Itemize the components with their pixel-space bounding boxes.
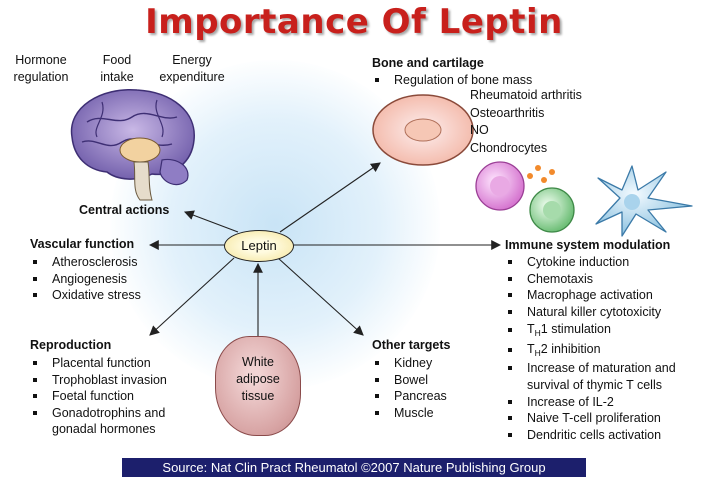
list-item: Bowel (372, 372, 447, 389)
adipose-tissue-shape (215, 336, 301, 436)
immune-heading: Immune system modulation (505, 238, 671, 252)
reproduction-list: Placental function Trophoblast invasion … (30, 355, 167, 438)
list-item: Kidney (372, 355, 447, 372)
bone-list: Regulation of bone mass (372, 72, 532, 89)
list-item: Atherosclerosis (30, 254, 141, 271)
list-item: Foetal function (30, 388, 167, 405)
list-item: Macrophage activation (505, 287, 676, 304)
list-item: Gonadotrophins and (30, 405, 167, 422)
list-item-continuation: survival of thymic T cells (527, 377, 662, 392)
immune-list: Cytokine induction Chemotaxis Macrophage… (505, 254, 676, 443)
other-targets-list: Kidney Bowel Pancreas Muscle (372, 355, 447, 421)
immune-cells-illustration (475, 161, 693, 237)
list-item: Natural killer cytotoxicity (505, 304, 676, 321)
list-item-th1: TH1 stimulation (505, 320, 676, 340)
list-item: Regulation of bone mass (372, 72, 532, 89)
vascular-list: Atherosclerosis Angiogenesis Oxidative s… (30, 254, 141, 304)
list-item: Placental function (30, 355, 167, 372)
bone-extra-list: Rheumatoid arthritis Osteoarthritis NO C… (470, 88, 582, 155)
arrow-central (183, 210, 239, 233)
list-item: Angiogenesis (30, 271, 141, 288)
list-item: Naive T-cell proliferation (505, 410, 676, 427)
list-item: Increase of maturation and (505, 360, 676, 377)
leptin-node: Leptin (224, 230, 294, 262)
central-actions-heading: Central actions (79, 203, 170, 217)
arrow-other (277, 257, 364, 336)
other-targets-heading: Other targets (372, 338, 451, 352)
list-item: Muscle (372, 405, 447, 422)
brain-illustration (70, 88, 195, 201)
arrow-reproduction (149, 257, 235, 336)
source-banner: Source: Nat Clin Pract Rheumatol ©2007 N… (122, 458, 586, 477)
list-item: Dendritic cells activation (505, 427, 676, 444)
list-item: Oxidative stress (30, 287, 141, 304)
list-item-th2: TH2 inhibition (505, 340, 676, 360)
adipose-tissue-label: White adipose tissue (236, 355, 280, 403)
list-item: Cytokine induction (505, 254, 676, 271)
arrow-bone (279, 162, 381, 233)
cartilage-cell-illustration (372, 94, 474, 166)
reproduction-heading: Reproduction (30, 338, 112, 352)
hormone-regulation-label: Hormone regulation (13, 53, 69, 84)
list-item-continuation: gonadal hormones (52, 422, 156, 437)
list-item: Chemotaxis (505, 271, 676, 288)
list-item: Increase of IL-2 (505, 394, 676, 411)
list-item: Trophoblast invasion (30, 372, 167, 389)
food-intake-label: Food intake (100, 53, 134, 84)
page-title: Importance Of Leptin (145, 2, 563, 42)
bone-cartilage-heading: Bone and cartilage (372, 56, 484, 70)
energy-expenditure-label: Energy expenditure (159, 53, 225, 84)
vascular-heading: Vascular function (30, 237, 135, 251)
list-item: Pancreas (372, 388, 447, 405)
